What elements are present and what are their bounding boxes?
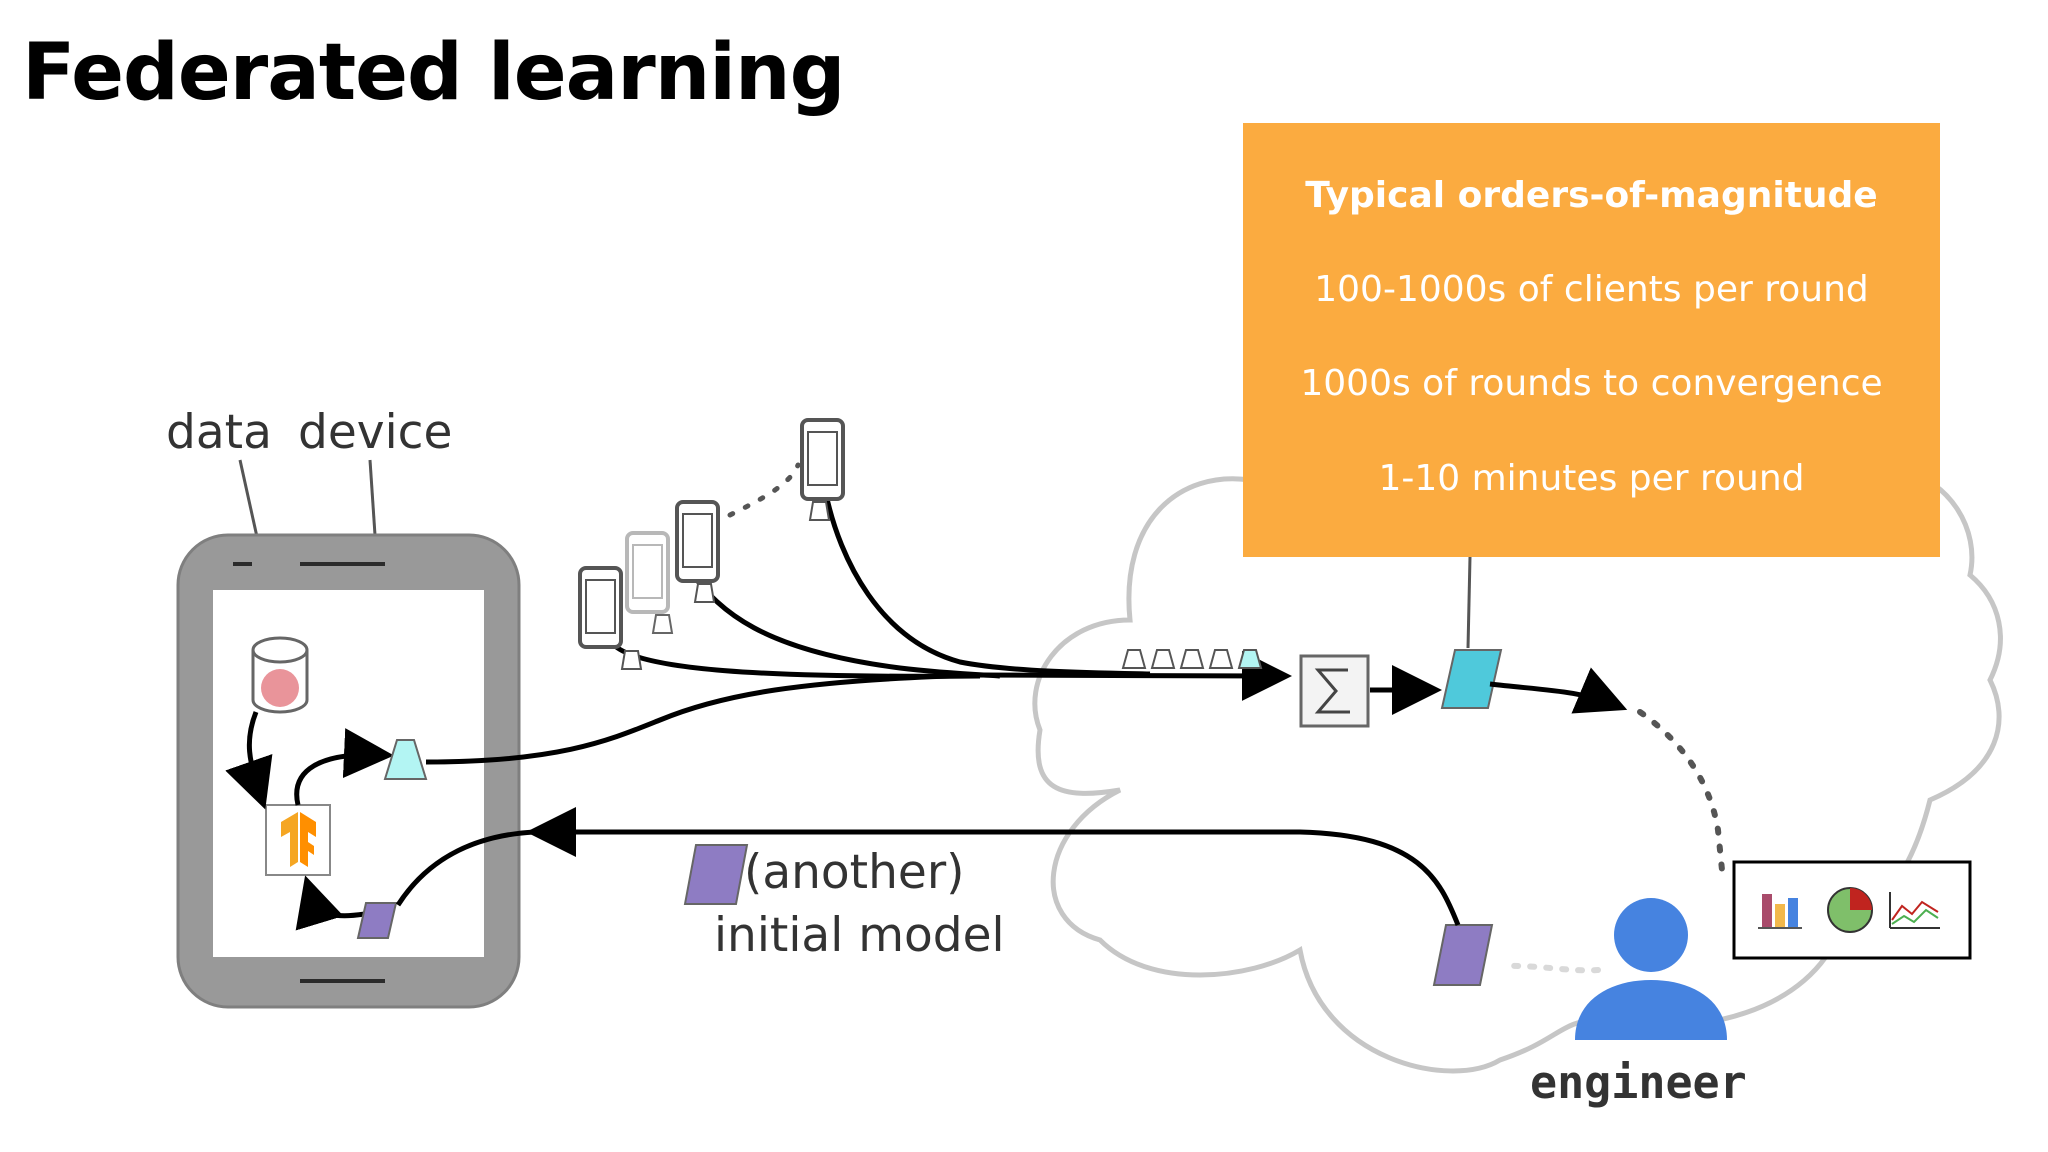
engineer-to-model-dots	[1502, 962, 1601, 974]
info-box-heading: Typical orders-of-magnitude	[1305, 175, 1878, 216]
device-initial-model-icon	[356, 902, 398, 939]
engineer-icon	[1575, 898, 1727, 1040]
box-pointer-line	[1466, 556, 1472, 649]
engineer-label: engineer	[1530, 1056, 1747, 1109]
info-box-line: 1-10 minutes per round	[1378, 458, 1805, 499]
line-chart-icon	[1889, 892, 1940, 929]
bar-chart-icon	[1758, 894, 1802, 929]
info-box-line: 1000s of rounds to convergence	[1300, 363, 1883, 404]
more-phones-dots	[727, 462, 801, 518]
tensorflow-logo	[265, 804, 331, 876]
sigma-icon	[1299, 654, 1370, 728]
initial-model-label: initial model	[714, 908, 1005, 963]
phone-icon	[675, 500, 720, 603]
initial-model-into-device-line	[395, 829, 535, 907]
another-label: (another)	[744, 845, 965, 900]
info-box: Typical orders-of-magnitude 100-1000s of…	[1243, 123, 1940, 557]
info-box-line: 100-1000s of clients per round	[1314, 269, 1869, 310]
data-label: data	[166, 405, 272, 460]
client-updates-flow	[425, 493, 1292, 765]
queued-updates	[1121, 649, 1263, 669]
pie-chart-icon	[1827, 887, 1873, 933]
model-output-arrow	[1489, 667, 1628, 714]
device-tablet	[176, 533, 521, 1009]
model-to-update-arrow	[294, 728, 394, 806]
data-to-model-arrow	[225, 711, 273, 810]
client-phones	[578, 418, 845, 670]
metrics-dashboard	[1732, 860, 1972, 960]
model-to-engineer-dots	[1637, 709, 1725, 873]
database-icon	[251, 636, 309, 714]
aggregated-model-icon	[1440, 649, 1503, 709]
cloud-initial-model-icon	[1432, 924, 1494, 986]
initial-model-return-arrow	[526, 807, 1461, 926]
phone-icon	[578, 566, 643, 670]
device-pointer-line	[368, 459, 377, 536]
device-update-icon	[383, 739, 428, 780]
legend-initial-model-icon	[683, 844, 749, 905]
device-label: device	[298, 405, 453, 460]
phone-icon	[625, 531, 674, 634]
initial-to-model-arrow	[295, 875, 366, 931]
phone-icon	[800, 418, 845, 521]
slide-title: Federated learning	[22, 28, 845, 118]
